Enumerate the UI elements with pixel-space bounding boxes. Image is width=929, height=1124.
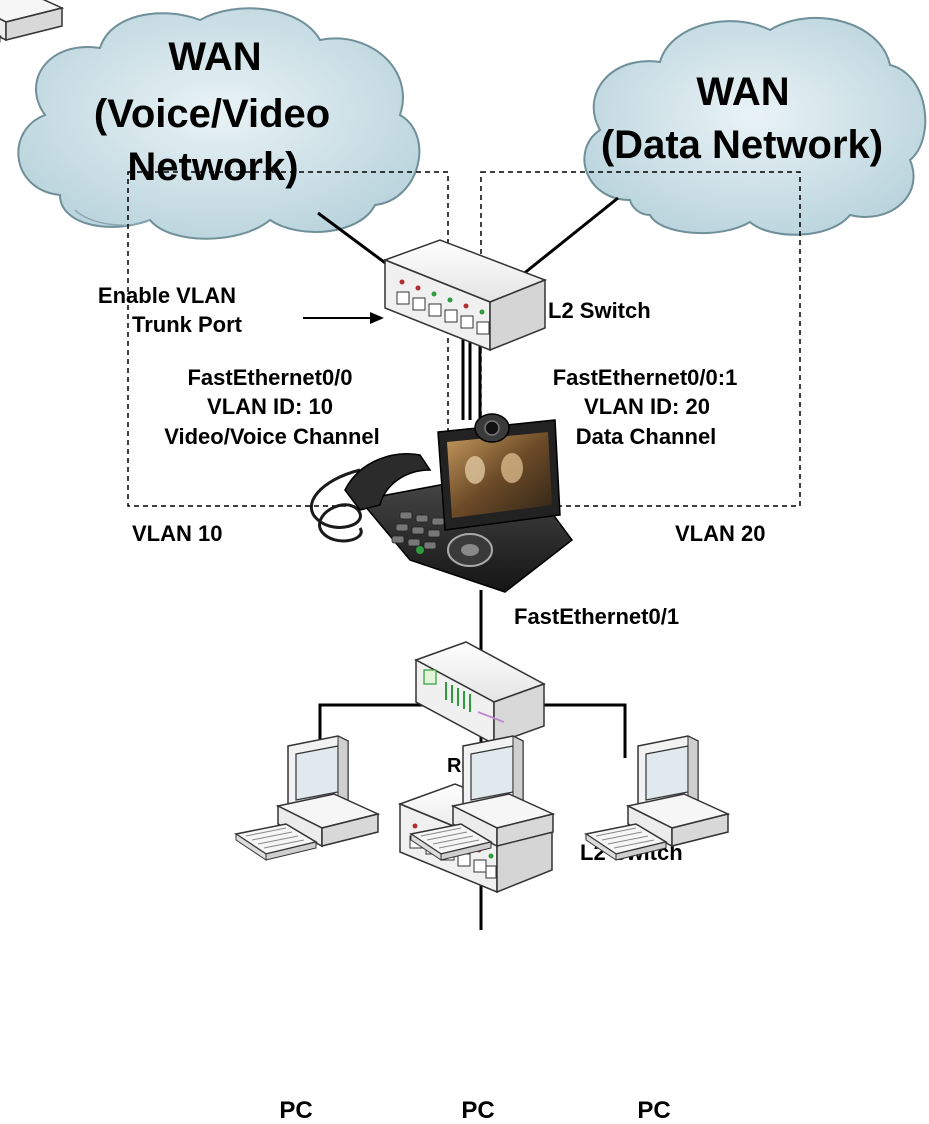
pc-label-1: PC [279,1097,312,1124]
vlan20-name: VLAN 20 [675,521,765,546]
vlan10-id: VLAN ID: 10 [207,394,333,419]
video-phone [310,413,574,593]
top-l2-switch [382,239,548,352]
cloud-left-line1: WAN [168,35,261,79]
vlan10-interface: FastEthernet0/0 [187,365,352,390]
pc-label-3: PC [637,1097,670,1124]
pc-3 [585,735,729,861]
wan-data-cloud [583,16,927,236]
trunk-label-line2: Trunk Port [132,312,243,337]
cloud-right-line2: (Data Network) [601,123,883,167]
cloud-left-line2: (Voice/Video [94,92,330,136]
trunk-arrow [303,312,384,324]
top-switch-label: L2 Switch [548,298,651,323]
vlan20-channel: Data Channel [576,424,717,449]
vlan20-interface: FastEthernet0/0:1 [553,365,738,390]
pc-label-2: PC [461,1097,494,1124]
wan-voice-video-cloud [17,7,421,240]
cloud-right-line1: WAN [696,70,789,114]
cloud-left-line3: Network) [127,145,298,189]
pc-1 [235,735,379,861]
vlan20-id: VLAN ID: 20 [584,394,710,419]
vlan10-name: VLAN 10 [132,521,222,546]
vlan10-channel: Video/Voice Channel [164,424,380,449]
vlan10-boundary [127,171,449,507]
router [414,641,546,746]
trunk-label-line1: Enable VLAN [98,283,236,308]
phone-interface-label: FastEthernet0/1 [514,604,679,629]
